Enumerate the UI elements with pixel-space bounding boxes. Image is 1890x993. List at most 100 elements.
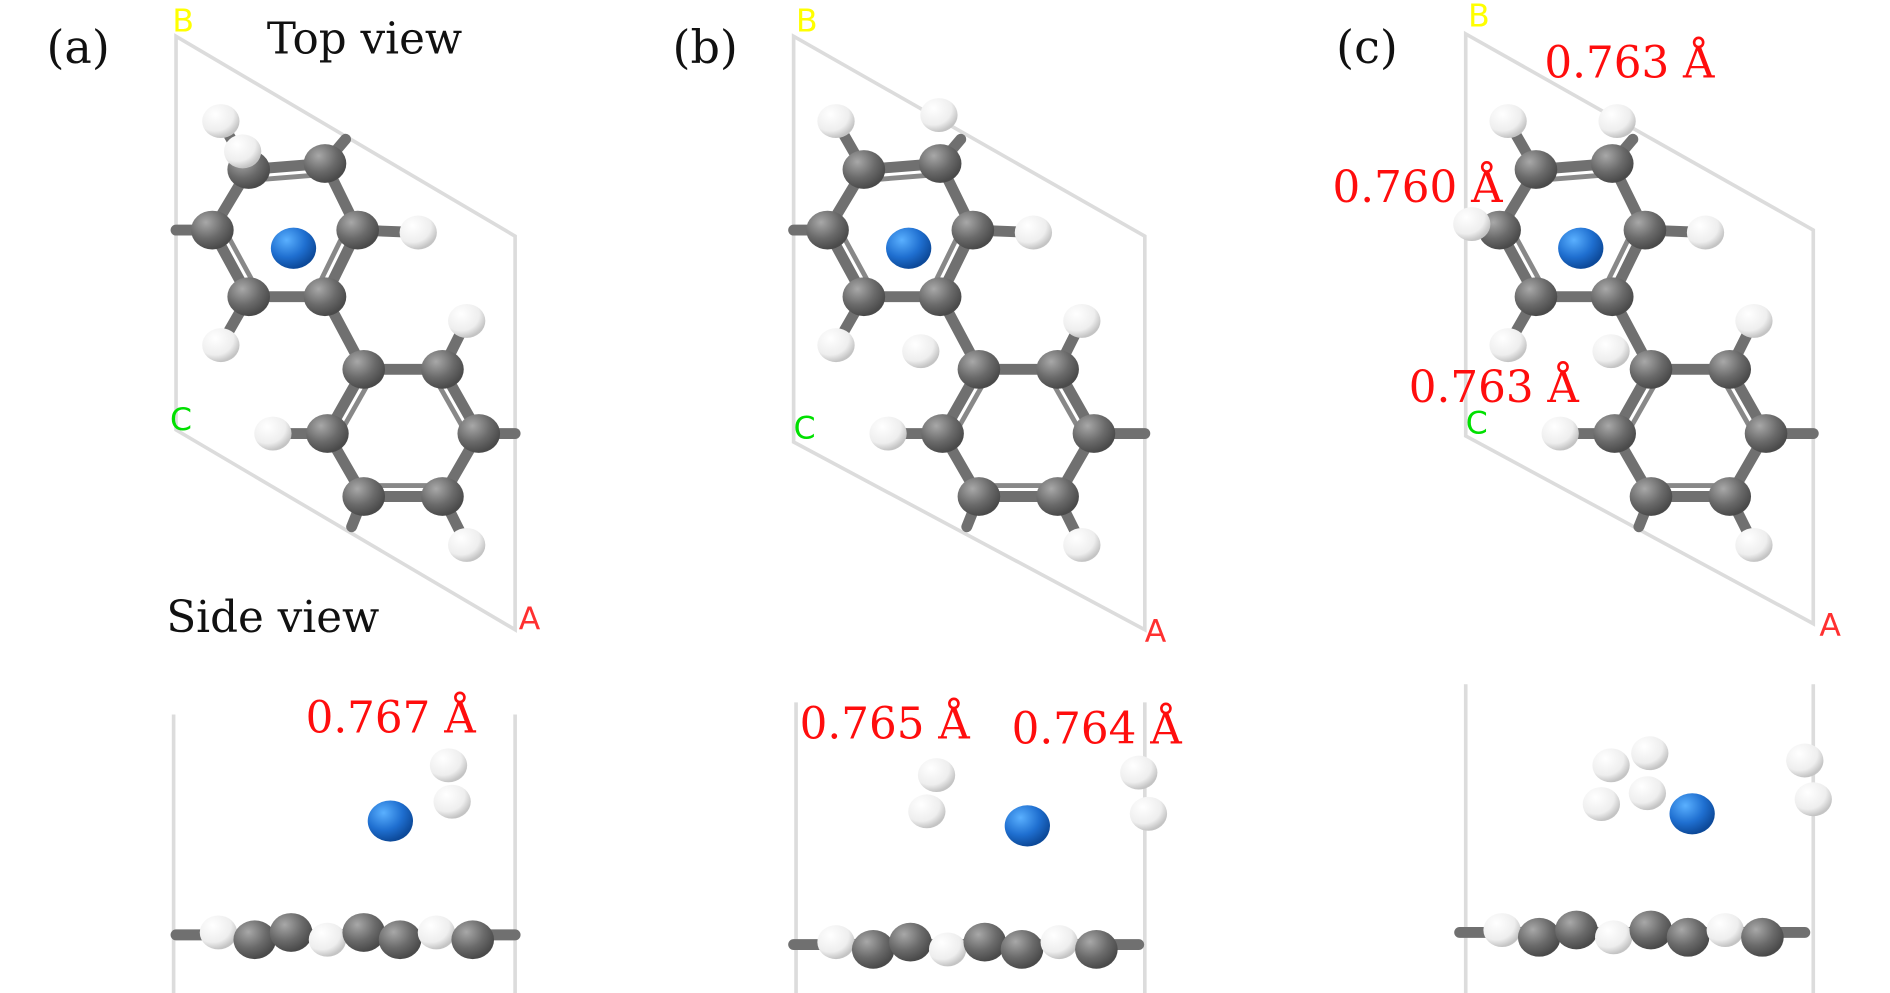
hydrogen-atom [902, 334, 940, 369]
carbon-atom [1517, 917, 1561, 957]
metal-atom [270, 227, 317, 269]
hydrogen-atom [1594, 920, 1633, 955]
carbon-atom [806, 210, 849, 250]
carbon-atom [1666, 917, 1710, 957]
panel-label-b: (b) [673, 20, 738, 74]
metal-atom [1004, 805, 1050, 847]
hydrogen-atom [433, 784, 471, 819]
carbon-atom [1629, 477, 1673, 516]
carbon-atom [342, 913, 386, 952]
hydrogen-atom [202, 328, 240, 363]
distance-label-b-2: 0.764 Å [1012, 704, 1183, 755]
metal-atom [367, 800, 414, 842]
hydrogen-atom [1786, 743, 1824, 778]
carbon-atom [918, 277, 962, 317]
hydrogen-atom [817, 328, 855, 363]
carbon-atom [227, 277, 271, 317]
distance-label-a-1: 0.767 Å [306, 693, 477, 744]
carbon-atom [269, 913, 313, 952]
panel-label-c: (c) [1336, 20, 1398, 74]
hydrogen-atom [817, 104, 855, 139]
carbon-atom [1629, 910, 1673, 950]
metal-atom [886, 227, 932, 269]
hydrogen-atom [817, 925, 855, 960]
carbon-atom [191, 210, 234, 250]
hydrogen-atom [1686, 215, 1725, 250]
hydrogen-atom [1541, 416, 1579, 451]
carbon-atom [1514, 277, 1558, 317]
hydrogen-atom [1735, 303, 1773, 338]
hydrogen-atom [223, 134, 262, 169]
hydrogen-atom [1483, 913, 1521, 947]
carbon-atom [1741, 917, 1784, 957]
carbon-atom [421, 477, 464, 516]
unit-cell-b [791, 33, 1147, 633]
carbon-atom [451, 920, 495, 960]
axis-b-label-c: B [1468, 0, 1490, 35]
hydrogen-atom [1794, 782, 1832, 817]
carbon-atom [1708, 349, 1752, 389]
top-view-title: Top view [267, 14, 462, 64]
carbon-atom [1629, 349, 1673, 389]
hydrogen-atom [928, 932, 967, 967]
carbon-atom [342, 349, 386, 389]
carbon-atom [842, 277, 886, 317]
carbon-atom [842, 150, 886, 189]
hydrogen-atom [869, 416, 907, 451]
carbon-atom [1036, 349, 1079, 389]
unit-cell-a [174, 33, 517, 633]
distance-label-b-1: 0.765 Å [800, 699, 971, 750]
hydrogen-atom [1592, 334, 1630, 369]
carbon-atom [306, 414, 349, 453]
carbon-atom [1555, 910, 1598, 950]
carbon-atom [1623, 210, 1667, 250]
hydrogen-atom [1598, 104, 1636, 139]
hydrogen-atom [1063, 303, 1101, 338]
carbon-atom [303, 144, 347, 183]
carbon-atom [1072, 414, 1116, 453]
hydrogen-atom [254, 416, 292, 451]
axis-a-label-a: A [519, 602, 541, 638]
carbon-atom [963, 922, 1007, 962]
axis-a-label-b: A [1145, 614, 1167, 650]
hydrogen-atom [448, 303, 486, 338]
hydrogen-atom [429, 748, 468, 783]
carbon-atom [918, 144, 962, 183]
distance-label-c-2: 0.760 Å [1333, 162, 1504, 213]
hydrogen-atom [917, 758, 956, 792]
axis-a-label-c: A [1819, 608, 1841, 644]
hydrogen-atom [1453, 207, 1491, 241]
axis-c-label-b: C [794, 410, 816, 446]
hydrogen-atom [308, 922, 347, 957]
hydrogen-atom [399, 215, 437, 250]
carbon-atom [1036, 477, 1079, 516]
carbon-atom [1590, 277, 1634, 317]
hydrogen-atom [1582, 787, 1620, 822]
axis-c-label-a: C [170, 402, 192, 438]
carbon-atom [342, 477, 386, 516]
carbon-atom [1000, 930, 1044, 969]
carbon-atom [1590, 144, 1634, 183]
hydrogen-atom [417, 915, 456, 950]
carbon-atom [457, 414, 501, 453]
carbon-atom [233, 920, 277, 960]
carbon-atom [921, 414, 964, 453]
carbon-atom [1075, 930, 1118, 969]
axis-b-label-a: B [172, 3, 194, 39]
panel-label-a: (a) [46, 20, 109, 74]
hydrogen-atom [1735, 527, 1773, 562]
hydrogen-atom [1628, 776, 1667, 811]
carbon-atom [889, 922, 932, 962]
carbon-atom [1593, 414, 1636, 453]
hydrogen-atom [1592, 748, 1630, 783]
carbon-atom [951, 210, 995, 250]
metal-atom [1558, 227, 1604, 269]
hydrogen-atom [1489, 328, 1527, 363]
carbon-atom [1744, 414, 1788, 453]
carbon-atom [851, 930, 895, 969]
hydrogen-atom [920, 98, 958, 132]
unit-cell-c [1463, 30, 1816, 627]
carbon-atom [336, 210, 379, 250]
hydrogen-atom [908, 794, 946, 829]
